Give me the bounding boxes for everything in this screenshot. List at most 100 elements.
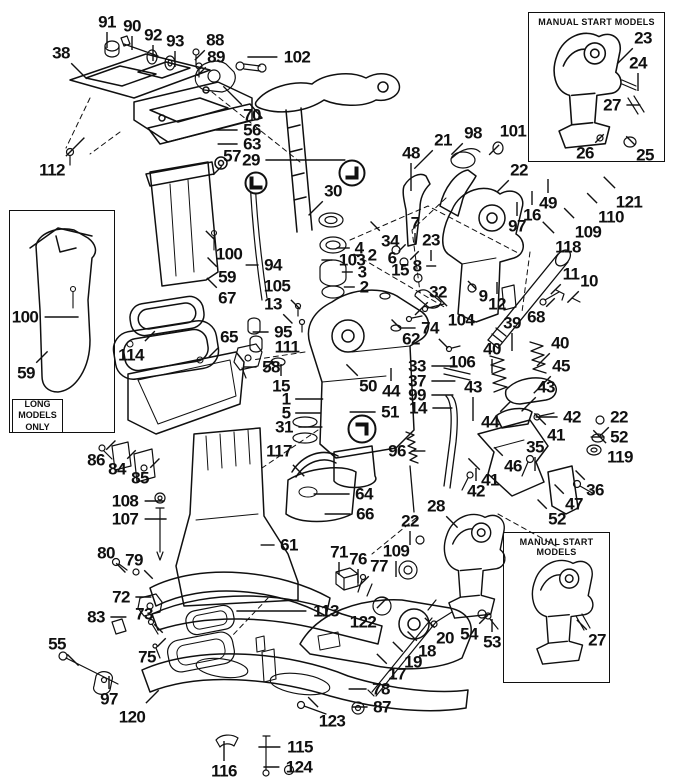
callout-8: 8 xyxy=(412,256,422,276)
inset-manual-start-top: MANUAL START MODELS xyxy=(528,12,665,162)
inset-title: MANUAL START MODELS xyxy=(538,17,655,27)
leader-line xyxy=(533,412,547,426)
callout-97: 97 xyxy=(508,216,526,236)
callout-43: 43 xyxy=(537,377,555,397)
callout-37: 37 xyxy=(408,371,426,391)
callout-13: 13 xyxy=(264,294,282,314)
leader-line xyxy=(290,299,301,310)
callout-5: 5 xyxy=(281,403,291,423)
washer-stack-drawing xyxy=(318,212,423,300)
leader-line xyxy=(392,641,404,653)
callout-119: 119 xyxy=(607,447,633,467)
leader-line xyxy=(566,290,580,304)
leader-line xyxy=(450,142,464,156)
leader-line xyxy=(499,401,511,413)
callout-12: 12 xyxy=(488,294,506,314)
callout-51: 51 xyxy=(381,402,399,422)
leader-line xyxy=(625,135,636,146)
leader-line xyxy=(35,350,49,364)
leader-line xyxy=(66,653,80,667)
callout-114: 114 xyxy=(118,345,144,365)
leader-line xyxy=(414,301,429,316)
callout-4: 4 xyxy=(354,238,364,258)
leader-line xyxy=(145,689,160,704)
leader-line xyxy=(70,62,88,80)
callout-42: 42 xyxy=(467,481,485,501)
leader-line xyxy=(521,396,537,412)
callout-63: 63 xyxy=(243,134,261,154)
callout-86: 86 xyxy=(87,450,105,470)
callout-22: 22 xyxy=(610,407,628,427)
callout-96: 96 xyxy=(388,441,406,461)
long-models-line: ONLY xyxy=(25,421,50,432)
callout-70: 70 xyxy=(243,105,261,125)
callout-85: 85 xyxy=(131,468,149,488)
callout-30: 30 xyxy=(324,181,342,201)
callout-100: 100 xyxy=(11,307,39,327)
callout-112: 112 xyxy=(39,160,65,180)
leader-line xyxy=(222,85,243,106)
callout-98: 98 xyxy=(464,123,482,143)
callout-79: 79 xyxy=(125,550,143,570)
leader-line xyxy=(413,149,434,170)
leader-line xyxy=(594,133,605,144)
leader-line xyxy=(376,597,388,609)
callout-105: 105 xyxy=(263,276,291,296)
callout-99: 99 xyxy=(408,385,426,405)
callout-40: 40 xyxy=(551,333,569,353)
leader-line xyxy=(542,221,555,234)
callout-45: 45 xyxy=(552,356,570,376)
callout-109: 109 xyxy=(382,541,410,561)
callout-102: 102 xyxy=(283,47,311,67)
callout-77: 77 xyxy=(370,556,388,576)
leader-line xyxy=(424,617,436,629)
leader-line xyxy=(149,458,160,469)
leader-line xyxy=(143,569,154,580)
callout-57: 57 xyxy=(223,146,241,166)
stern-bracket-drawing xyxy=(442,187,524,323)
callout-22: 22 xyxy=(401,511,419,531)
callout-108: 108 xyxy=(111,491,139,511)
callout-44: 44 xyxy=(382,381,400,401)
leader-line xyxy=(550,283,562,295)
callout-46: 46 xyxy=(504,456,522,476)
callout-21: 21 xyxy=(434,130,452,150)
callout-71: 71 xyxy=(330,542,348,562)
steering-arm-drawing xyxy=(214,72,401,233)
lower-mount-bracket-drawing xyxy=(299,599,472,697)
callout-111: 111 xyxy=(274,337,300,357)
adhesive-symbol-icon xyxy=(244,171,268,195)
leader-line xyxy=(358,575,370,587)
callout-49: 49 xyxy=(539,193,557,213)
bottom-covers-drawing xyxy=(141,595,469,712)
leader-line xyxy=(282,313,293,324)
callout-27: 27 xyxy=(588,630,606,650)
leader-line xyxy=(586,192,598,204)
leader-line xyxy=(115,562,126,573)
callout-92: 92 xyxy=(144,25,162,45)
callout-106: 106 xyxy=(448,352,476,372)
callout-76: 76 xyxy=(349,549,367,569)
callout-36: 36 xyxy=(586,480,604,500)
callout-7: 7 xyxy=(410,213,420,233)
callout-122: 122 xyxy=(349,612,377,632)
callout-93: 93 xyxy=(166,31,184,51)
callout-74: 74 xyxy=(421,318,439,338)
callout-80: 80 xyxy=(97,543,115,563)
callout-91: 91 xyxy=(98,12,116,32)
leader-line xyxy=(308,200,324,216)
callout-100: 100 xyxy=(215,244,243,264)
leader-line xyxy=(467,280,477,290)
callout-59: 59 xyxy=(17,363,35,383)
callout-2: 2 xyxy=(367,245,377,265)
callout-14: 14 xyxy=(409,398,427,418)
leader-line xyxy=(65,137,85,157)
inset-manual-start-bottom: MANUAL START MODELS xyxy=(503,532,610,683)
callout-16: 16 xyxy=(523,205,541,225)
leader-line xyxy=(436,295,448,307)
callout-1: 1 xyxy=(281,389,291,409)
top-hardware-drawing xyxy=(65,35,267,166)
callout-29: 29 xyxy=(242,150,260,170)
leader-line xyxy=(445,515,459,529)
